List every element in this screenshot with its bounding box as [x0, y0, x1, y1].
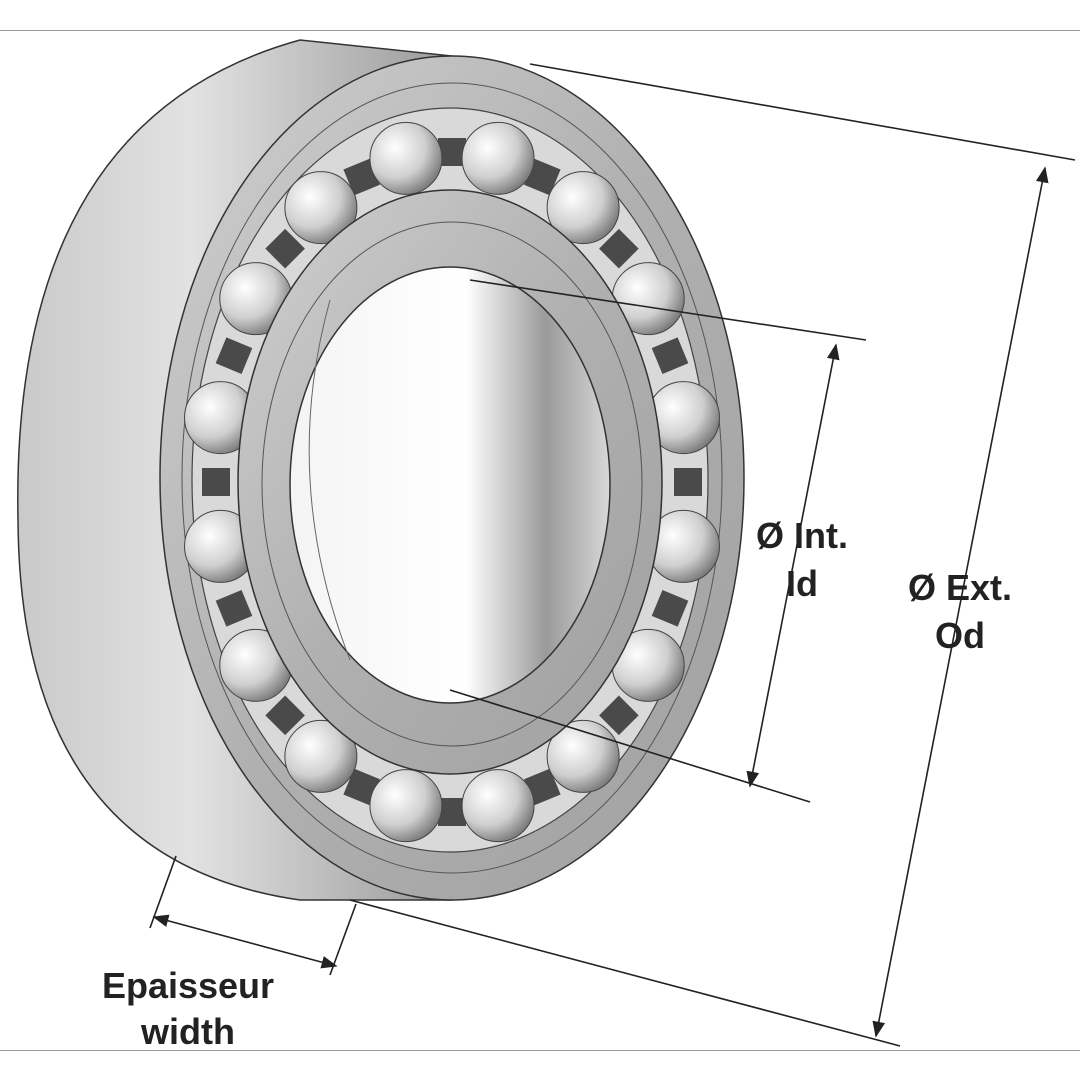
- cage-segment: [674, 468, 702, 496]
- cage-segment: [599, 695, 639, 736]
- ball: [369, 769, 443, 843]
- cage-segment: [651, 589, 689, 627]
- width-dimension: [149, 855, 357, 976]
- cage-segment: [215, 337, 253, 375]
- cage-segment: [438, 138, 466, 166]
- ball: [284, 171, 358, 245]
- ball: [546, 719, 620, 793]
- outer-diameter-label: Ø Ext.: [908, 567, 1012, 608]
- ball: [461, 769, 535, 843]
- ball: [546, 171, 620, 245]
- width-label-fr: Epaisseur: [102, 965, 274, 1006]
- ball-set: [184, 121, 720, 843]
- ball: [369, 121, 443, 195]
- ball: [284, 719, 358, 793]
- inner-ring: [237, 189, 663, 775]
- cage-segment: [215, 589, 253, 627]
- cage-segment: [438, 798, 466, 826]
- ball: [461, 121, 535, 195]
- cage-segment: [651, 337, 689, 375]
- inner-diameter-label: Ø Int.: [756, 515, 848, 556]
- inner-diameter-dimension: [449, 279, 867, 803]
- top-border: [0, 30, 1080, 31]
- cage-segment: [202, 468, 230, 496]
- outer-diameter-dimension: [349, 63, 1076, 1047]
- outer-diameter-abbrev: Od: [935, 615, 985, 656]
- inner-diameter-abbrev: Id: [786, 563, 818, 604]
- bottom-border: [0, 1050, 1080, 1051]
- cage-segment: [599, 228, 639, 269]
- width-label-en: width: [140, 1011, 235, 1052]
- cage-segment: [265, 695, 305, 736]
